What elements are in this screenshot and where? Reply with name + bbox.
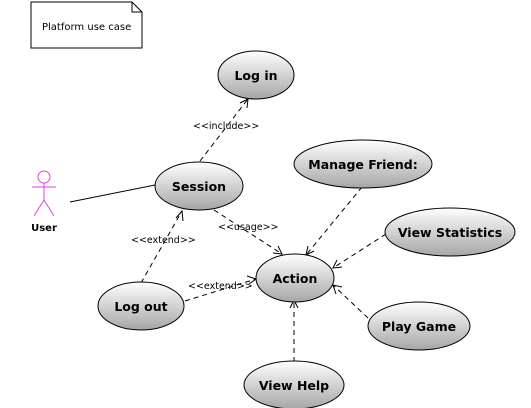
use-case-manage-friends[interactable]: Manage Friend: xyxy=(293,139,433,189)
note: Platform use case xyxy=(30,1,143,49)
use-case-label: View Statistics xyxy=(398,225,502,240)
actor-figure-icon xyxy=(32,170,56,217)
relation-label-extend-1: <<extend>> xyxy=(131,235,196,246)
use-case-label: Log in xyxy=(234,68,277,83)
use-case-log-out[interactable]: Log out xyxy=(97,281,185,331)
relation-log-out-action: <<extend>> xyxy=(184,275,258,302)
relation-label-include: <<include>> xyxy=(193,121,259,132)
relation-manage-friends-action xyxy=(305,186,363,256)
relation-session-action: <<usage>> xyxy=(213,209,283,255)
use-case-label: Play Game xyxy=(382,319,456,334)
relation-label-extend-2: <<extend>> xyxy=(188,281,253,292)
actor-label: User xyxy=(31,223,57,234)
use-case-label: Session xyxy=(172,179,226,194)
use-case-play-game[interactable]: Play Game xyxy=(367,301,471,351)
association-line xyxy=(69,184,156,203)
use-case-label: Manage Friend: xyxy=(308,157,418,172)
use-case-view-statistics[interactable]: View Statistics xyxy=(384,207,516,257)
relation-log-out-session: <<extend>> xyxy=(131,209,196,284)
relation-label-usage: <<usage>> xyxy=(218,222,279,233)
note-text: Platform use case xyxy=(42,22,131,33)
use-case-view-help[interactable]: View Help xyxy=(243,360,345,408)
relation-view-statistics-action xyxy=(332,233,387,269)
actor-user[interactable]: User xyxy=(31,170,57,234)
relation-view-help-action xyxy=(289,298,299,362)
use-case-label: View Help xyxy=(259,378,329,393)
use-case-session[interactable]: Session xyxy=(154,161,244,211)
use-case-log-in[interactable]: Log in xyxy=(217,50,295,100)
use-case-action[interactable]: Action xyxy=(255,253,335,303)
relation-play-game-action xyxy=(332,284,369,319)
use-case-label: Log out xyxy=(114,299,167,314)
use-case-label: Action xyxy=(273,271,318,286)
relation-session-log-in: <<include>> xyxy=(193,98,259,162)
